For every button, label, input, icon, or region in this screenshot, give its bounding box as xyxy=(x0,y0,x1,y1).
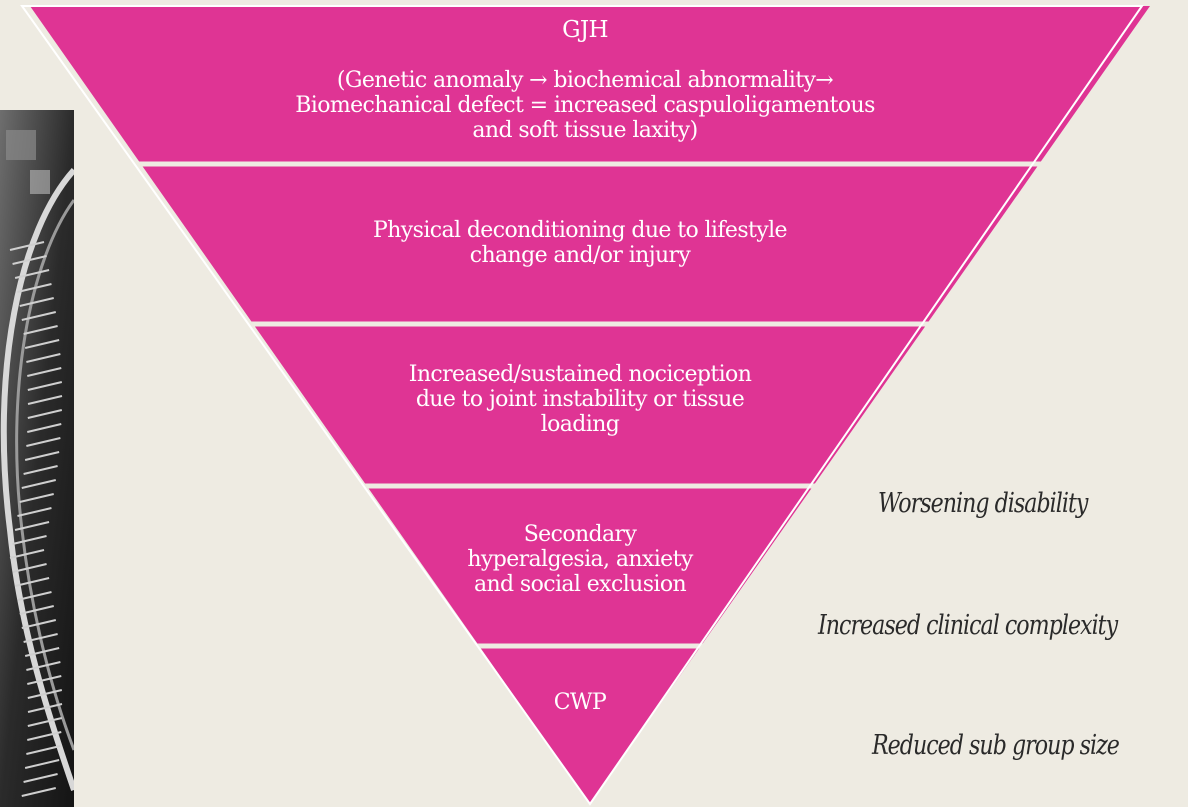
tier-2-text: Physical deconditioning due to lifestyle… xyxy=(373,218,788,268)
tier-5-text: CWP xyxy=(553,690,607,715)
increased-complexity-label: Increased clinical complexity xyxy=(818,610,1118,641)
tier-1-title: GJH xyxy=(562,17,608,43)
pyramid-outline xyxy=(20,5,1144,806)
pyramid-tier-4 xyxy=(368,488,812,644)
pyramid-tier-5 xyxy=(480,648,700,804)
pyramid-tier-1 xyxy=(30,6,1150,162)
tier-3-text: Increased/sustained nociception due to j… xyxy=(408,362,752,437)
pyramid-tier-3 xyxy=(254,326,926,484)
worsening-disability-label: Worsening disability xyxy=(878,488,1088,519)
pyramid-tier-2 xyxy=(142,166,1038,322)
tier-4-text: Secondary hyperalgesia, anxiety and soci… xyxy=(467,522,693,597)
spiral-staircase-photo xyxy=(0,110,74,807)
reduced-subgroup-label: Reduced sub group size xyxy=(872,730,1120,761)
tier-1-text: (Genetic anomaly → biochemical abnormali… xyxy=(295,68,875,143)
